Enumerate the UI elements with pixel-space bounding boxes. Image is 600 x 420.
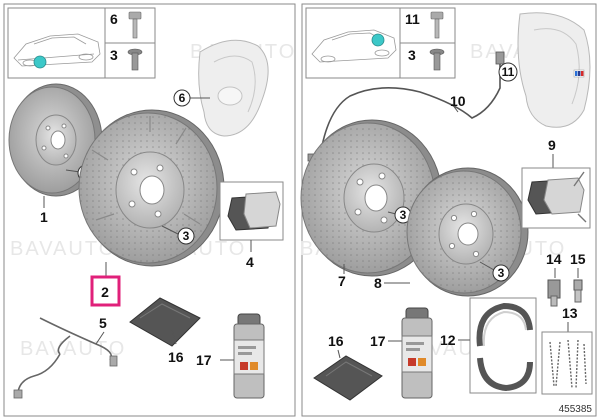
- callout-circle: [177, 227, 195, 245]
- callout-16b: 16: [328, 333, 344, 349]
- cleaner-spray-can-left: [233, 313, 265, 399]
- brake-disc-2: [78, 109, 225, 267]
- leader-line: [161, 225, 179, 235]
- brake-pad-box-left: [219, 181, 284, 241]
- callout-6: 6: [179, 91, 186, 105]
- leader-line: [451, 103, 459, 113]
- leader-line: [479, 261, 495, 271]
- inset-label-screw: 3: [110, 47, 118, 63]
- callout-3d: 3: [498, 266, 505, 280]
- callout-circle: [173, 89, 191, 107]
- bleeder-bracket-14: [547, 279, 561, 307]
- callout-5: 5: [99, 315, 107, 331]
- callout-11: 11: [502, 65, 515, 79]
- callout-15: 15: [570, 251, 586, 267]
- callout-4: 4: [246, 254, 254, 270]
- leader-line: [337, 349, 341, 359]
- highlight-box: [90, 275, 121, 307]
- assembly-paste-pack-right: [313, 355, 383, 401]
- inset-label-bolt: 11: [405, 11, 420, 27]
- spring-kit: [541, 331, 593, 395]
- callout-8: 8: [374, 275, 382, 291]
- callout-circle: [498, 62, 518, 82]
- brake-disc-8: [406, 167, 529, 297]
- vehicle-inset-right: 11 3: [305, 7, 456, 79]
- parking-brake-shoes: [469, 297, 537, 394]
- assembly-paste-pack-left: [129, 297, 201, 347]
- callout-3c: 3: [400, 208, 407, 222]
- inset-label-bolt: 6: [110, 11, 118, 27]
- callout-2: 2: [101, 284, 109, 300]
- brake-disc-1: [8, 83, 103, 197]
- callout-17b: 17: [370, 333, 386, 349]
- callout-10: 10: [450, 93, 466, 109]
- bolt-icon: [128, 11, 142, 39]
- bolt-icon: [430, 11, 444, 39]
- callout-3b: 3: [183, 229, 190, 243]
- callout-9: 9: [548, 137, 556, 153]
- screw-icon: [127, 48, 143, 71]
- brake-caliper-right: [517, 12, 591, 128]
- reference-number: 455385: [559, 404, 593, 415]
- wear-sensor-wire-left: [13, 317, 118, 399]
- location-marker-icon: [371, 33, 385, 47]
- watermark: BAVAUTO: [10, 238, 116, 260]
- inset-label-screw: 3: [408, 47, 416, 63]
- leader-line: [171, 329, 177, 345]
- cleaner-spray-can-right: [401, 307, 433, 399]
- location-marker-icon: [33, 55, 47, 69]
- bleeder-valve-15: [573, 279, 583, 303]
- callout-16: 16: [168, 349, 184, 365]
- callout-13: 13: [562, 305, 578, 321]
- vehicle-inset-left: 6 3: [7, 7, 156, 79]
- callout-7: 7: [338, 273, 346, 289]
- brake-pad-box-right: [521, 167, 591, 229]
- callout-1: 1: [40, 209, 48, 225]
- callout-circle: [492, 264, 510, 282]
- callout-12: 12: [440, 332, 456, 348]
- brake-disc-7: [300, 119, 443, 277]
- watermark: BAVAUTO: [20, 338, 126, 360]
- brake-caliper-left: [198, 39, 269, 137]
- left-panel-frame: [3, 3, 296, 417]
- screw-icon: [429, 48, 445, 71]
- callout-14: 14: [546, 251, 562, 267]
- callout-17: 17: [196, 352, 212, 368]
- leader-line: [95, 331, 105, 345]
